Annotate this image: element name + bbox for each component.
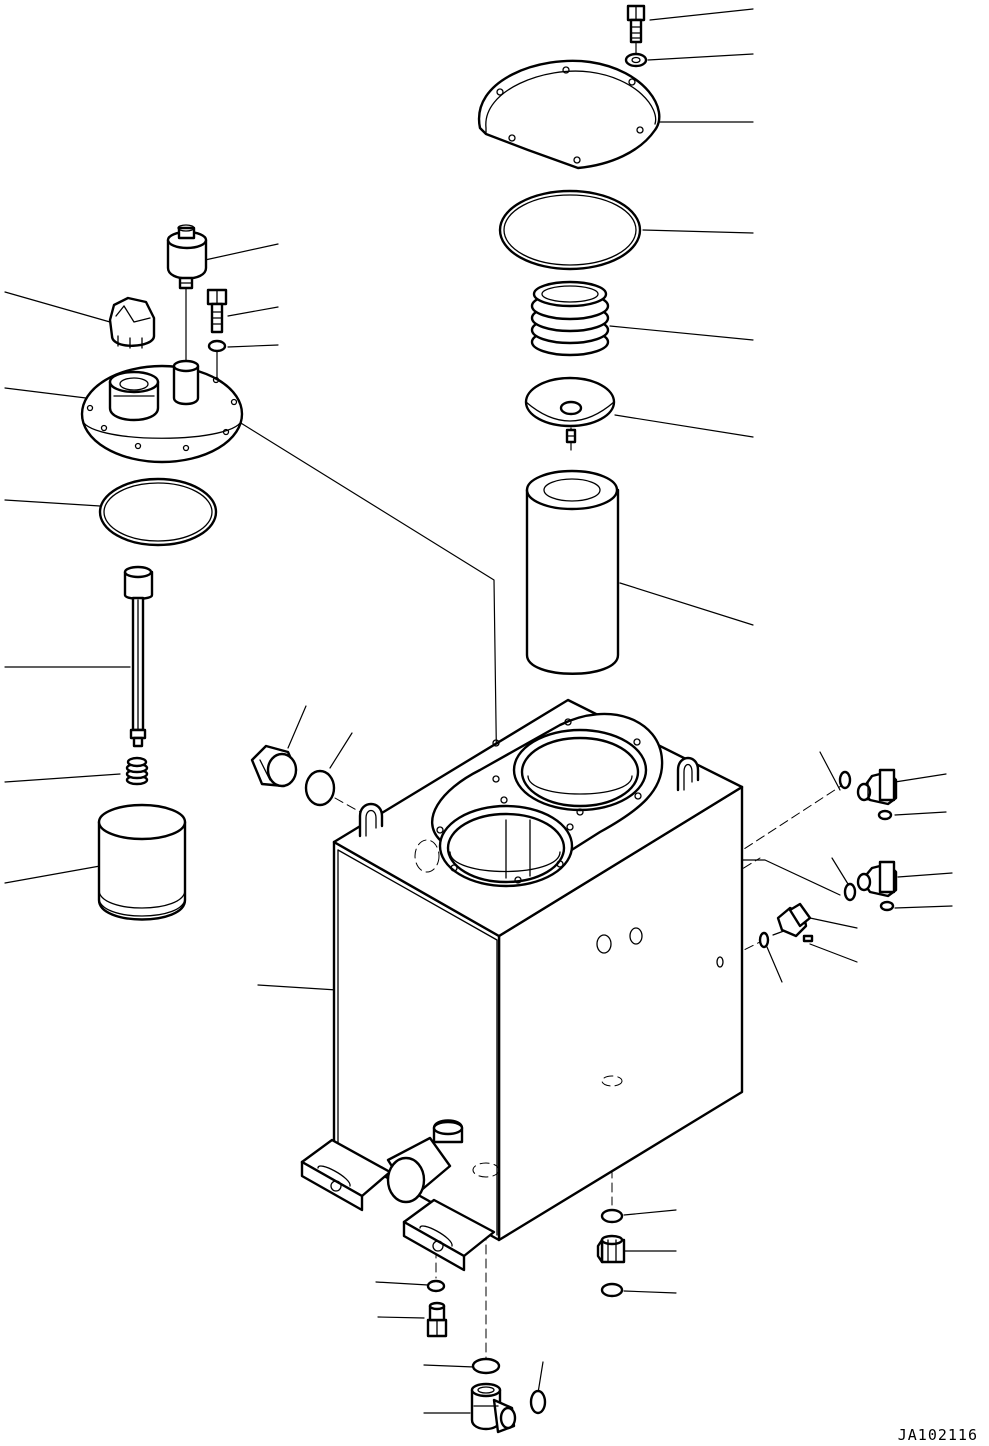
filter-element (525, 469, 620, 675)
plate-bolt (206, 288, 228, 334)
side-plug (250, 744, 298, 788)
elbow-o-ring (471, 1357, 501, 1375)
elbow-fitting-upper (856, 768, 898, 806)
small-o-ring-upper (877, 809, 893, 821)
side-plug-o-ring (304, 769, 336, 807)
small-o-ring-lower (879, 900, 895, 912)
top-bolt (626, 4, 646, 44)
drain-plug (426, 1301, 448, 1338)
filler-base-plate (80, 359, 244, 464)
drain-o-ring-lower (600, 1282, 624, 1298)
o-ring-lower-right (843, 882, 857, 902)
cover-o-ring (498, 189, 642, 271)
drain-fitting-right (596, 1234, 626, 1264)
filter-spring (530, 280, 610, 357)
filler-cap (108, 296, 156, 349)
small-o-ring-side (758, 931, 770, 949)
drain-elbow (470, 1382, 517, 1434)
plate-washer (207, 339, 227, 353)
strainer (97, 803, 187, 921)
drawing-code: JA102116 (898, 1426, 978, 1444)
valve-disc (524, 376, 616, 444)
elbow-side-o-ring (529, 1389, 547, 1415)
dipstick (123, 565, 154, 748)
small-spring (125, 756, 149, 786)
top-cover-plate (477, 59, 661, 170)
small-elbow-fitting (776, 902, 814, 943)
top-washer (624, 52, 648, 68)
breather (166, 224, 208, 290)
drain-o-ring-upper (600, 1208, 624, 1224)
o-ring-upper-right (838, 770, 852, 790)
filler-o-ring (98, 477, 218, 547)
elbow-fitting-lower (856, 860, 898, 898)
leader-lines (4, 8, 953, 1414)
tank (300, 698, 744, 1272)
drain-plug-o-ring (426, 1279, 446, 1293)
